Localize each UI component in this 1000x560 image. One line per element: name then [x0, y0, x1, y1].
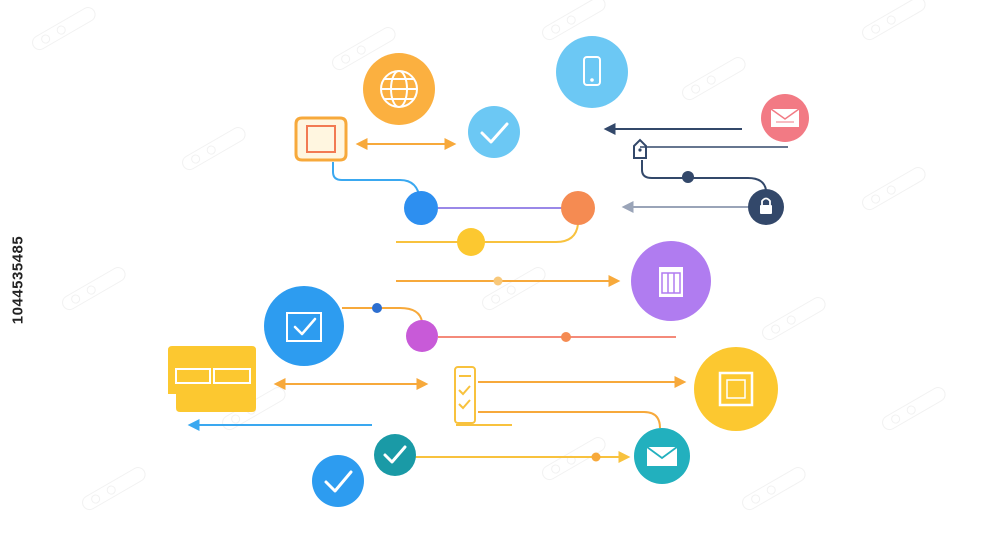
checkbox-icon [286, 312, 322, 342]
checkmark-node-bottom [312, 455, 364, 507]
node-magenta [406, 320, 438, 352]
connector-doc-to-blue-node [332, 162, 421, 201]
globe-node [363, 53, 435, 125]
document-node [294, 116, 348, 162]
frame-node [694, 347, 778, 431]
checkbox-node [264, 286, 344, 366]
form-icon [175, 368, 251, 384]
checkmark-node-top [468, 106, 520, 158]
smartphone-icon [583, 56, 601, 86]
checkmark-icon [480, 122, 509, 144]
checkmark-icon [383, 445, 407, 464]
node-coral [561, 191, 595, 225]
checkmark-icon [324, 470, 353, 493]
document-icon [306, 125, 336, 153]
form-node [168, 346, 256, 412]
connector-node-dot [372, 303, 382, 313]
node-blue [404, 191, 438, 225]
document-node-purple [631, 241, 711, 321]
envelope-node-teal [634, 428, 690, 484]
checklist-icon [454, 366, 476, 424]
connector-tag-to-lock [641, 160, 767, 191]
document-icon [659, 267, 683, 297]
smartphone-node [556, 36, 628, 108]
envelope-icon [770, 108, 800, 127]
padlock-node [748, 189, 784, 225]
tag-icon [633, 138, 647, 159]
frame-icon [718, 371, 754, 407]
checkmark-node-teal [374, 434, 416, 476]
node-yellow [457, 228, 485, 256]
connector-check-to-magenta [342, 307, 423, 323]
connector-node-dot [561, 332, 571, 342]
connector-node-dot [591, 452, 601, 462]
stock-image-id: 1044535485 [9, 235, 27, 325]
connector-checklist-to-mail [478, 411, 661, 429]
globe-icon [380, 70, 418, 108]
connector-coral-to-yellow-line [396, 223, 579, 243]
envelope-icon [646, 446, 678, 466]
checklist-node [454, 366, 476, 424]
connector-node-dot [682, 171, 694, 183]
connector-node-dot [493, 276, 503, 286]
watermark-pattern [32, 0, 946, 511]
padlock-icon [760, 197, 772, 214]
envelope-node-pink [761, 94, 809, 142]
